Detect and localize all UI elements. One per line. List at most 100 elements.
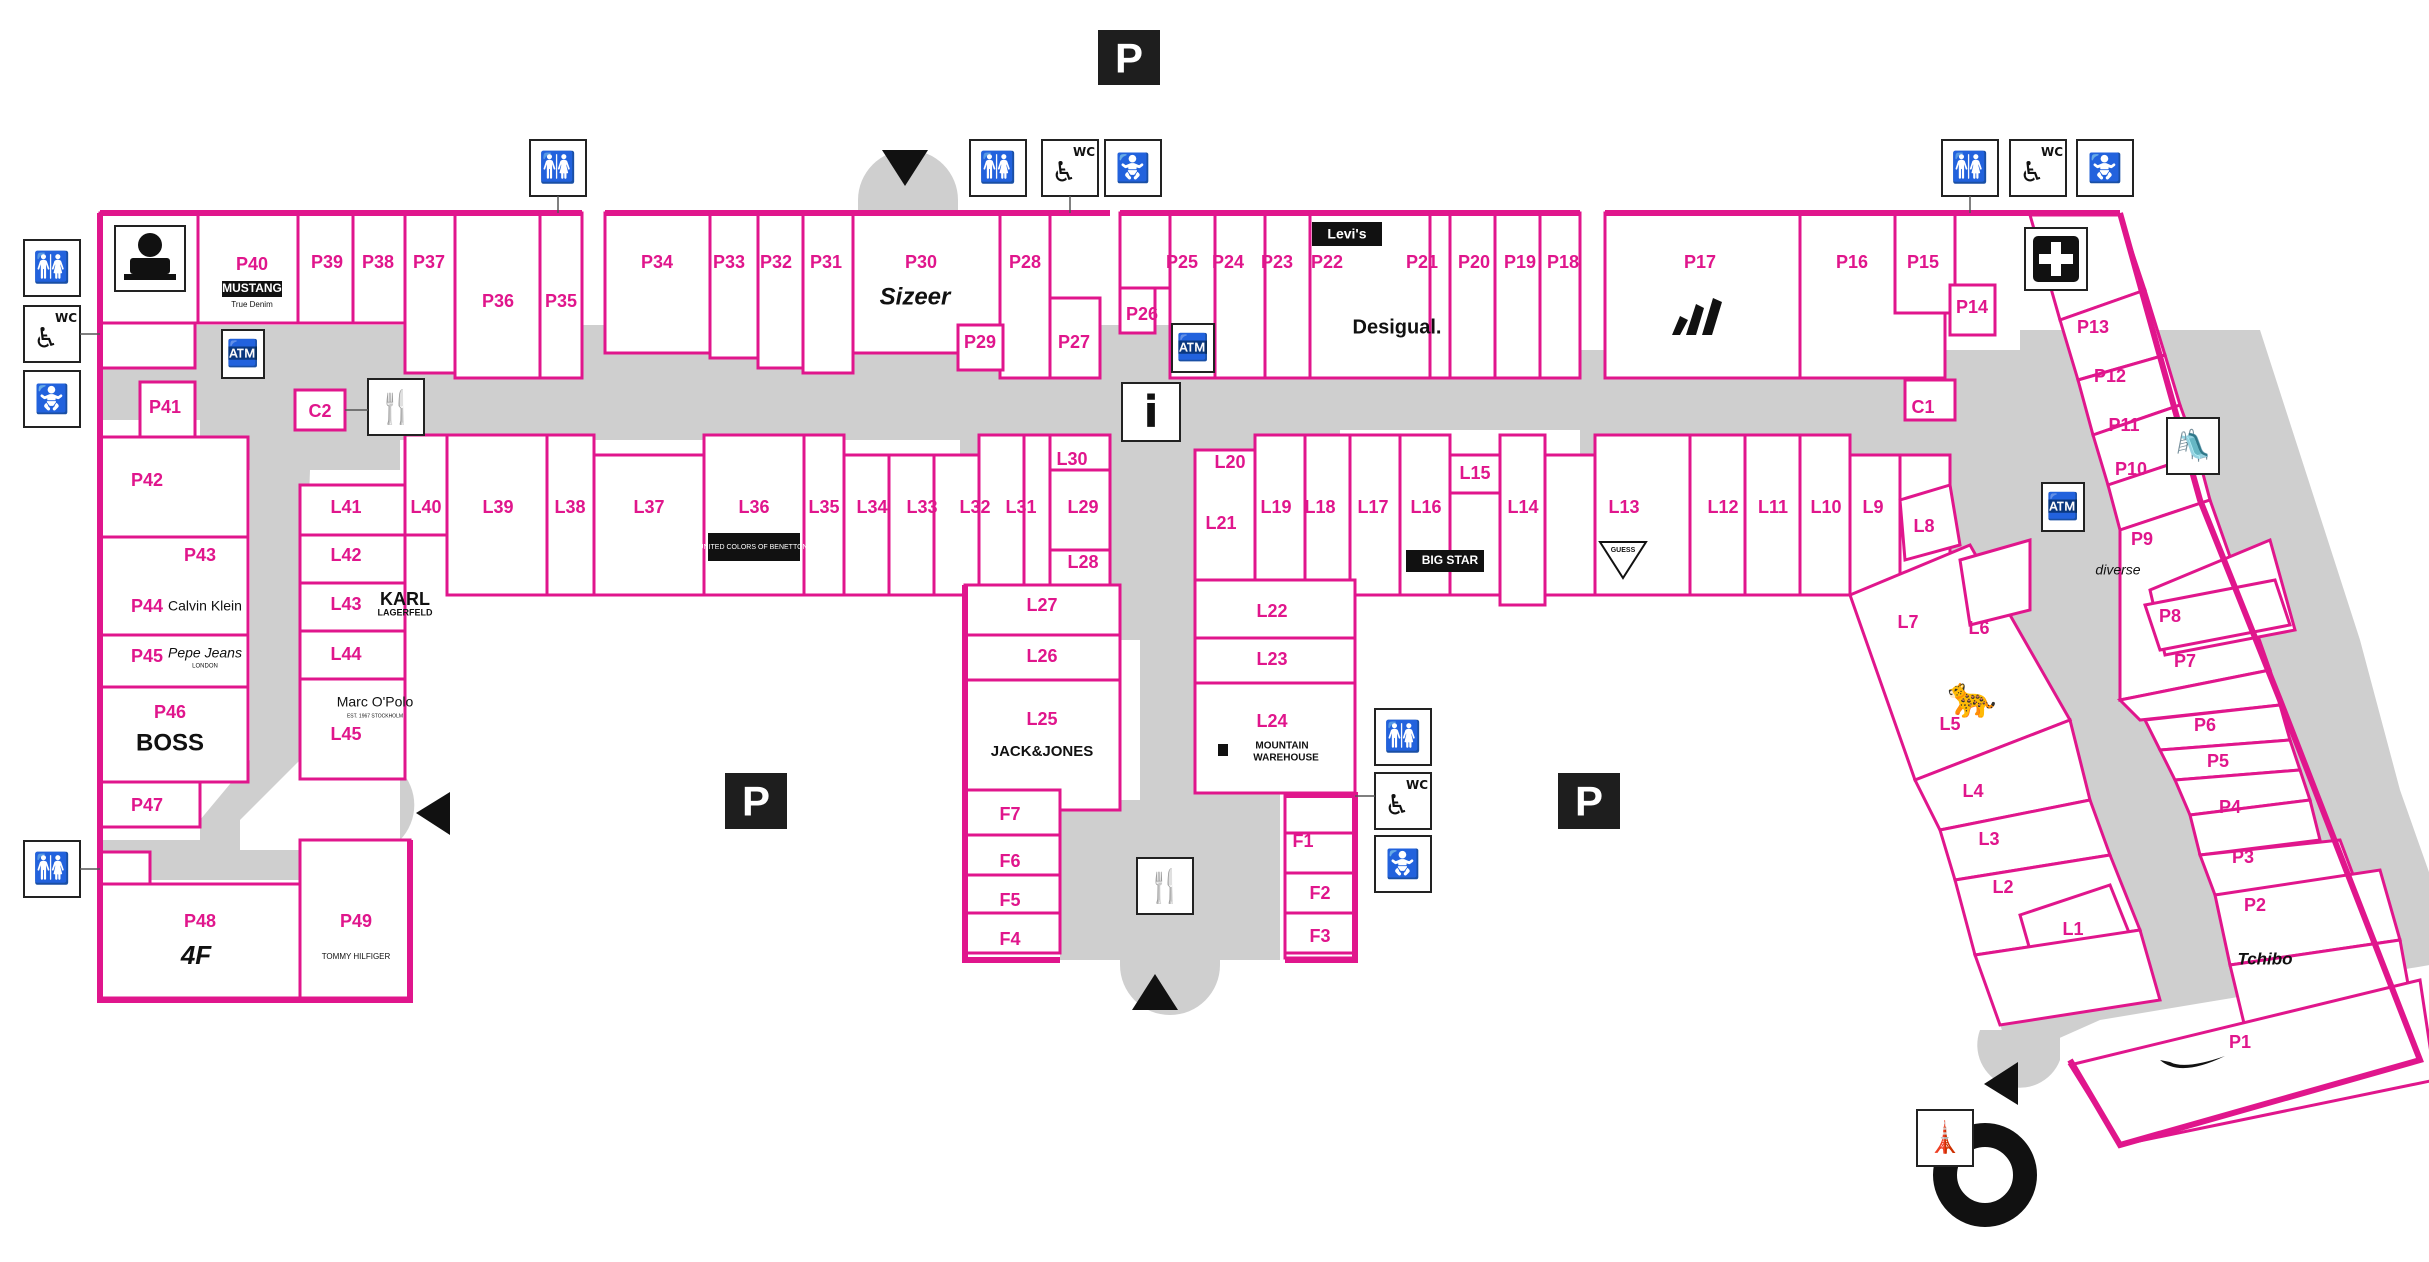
brand-jack-jones: JACK&JONES — [991, 743, 1094, 760]
first-aid-icon — [2024, 227, 2088, 291]
unit-label-P35: P35 — [545, 291, 577, 311]
entrance-arrow-bottom — [1132, 974, 1178, 1010]
svg-text:♿: ♿ — [33, 322, 58, 355]
unit-label-P36: P36 — [482, 291, 514, 311]
svg-text:🚻: 🚻 — [1384, 719, 1421, 755]
unit-label-P43: P43 — [184, 545, 216, 565]
unit-label-L1: L1 — [2062, 919, 2083, 939]
svg-text:♿: ♿ — [1384, 789, 1409, 822]
unit-label-P47: P47 — [131, 795, 163, 815]
brand-mountain: MOUNTAIN — [1255, 741, 1308, 752]
unit-label-L16: L16 — [1410, 497, 1441, 517]
unit-label-L34: L34 — [856, 497, 887, 517]
unit-label-P40: P40 — [236, 254, 268, 274]
unit-label-L29: L29 — [1067, 497, 1098, 517]
unit-label-P23: P23 — [1261, 252, 1293, 272]
unit-label-P26: P26 — [1126, 304, 1158, 324]
unit-label-L12: L12 — [1707, 497, 1738, 517]
accessible-wc-icon: ♿ WC — [1374, 772, 1432, 830]
svg-text:🍴: 🍴 — [1145, 867, 1185, 905]
unit-label-P48: P48 — [184, 911, 216, 931]
unit-label-L11: L11 — [1758, 497, 1788, 517]
unit-label-P7: P7 — [2174, 651, 2196, 671]
brand-karl: KARL — [380, 589, 430, 609]
unit-label-P49: P49 — [340, 911, 372, 931]
brand-boss: BOSS — [136, 729, 204, 756]
unit-label-L8: L8 — [1913, 516, 1934, 536]
unit-labels: P40 P39 P38 P37 P36 P35 P34 P33 P32 P31 … — [131, 252, 2266, 1052]
unit-label-P18: P18 — [1547, 252, 1579, 272]
brand-diverse: diverse — [2095, 562, 2140, 578]
unit-label-P25: P25 — [1166, 252, 1198, 272]
unit-label-L3: L3 — [1978, 829, 1999, 849]
unit-label-L26: L26 — [1026, 646, 1057, 666]
unit-label-P19: P19 — [1504, 252, 1536, 272]
parking-markers: P P P — [725, 30, 1620, 829]
unit-label-P17: P17 — [1684, 252, 1716, 272]
unit-label-P2: P2 — [2244, 895, 2266, 915]
unit-label-P11: P11 — [2108, 415, 2139, 435]
unit-label-P14: P14 — [1956, 297, 1988, 317]
playground-icon: 🛝 — [2166, 417, 2220, 475]
unit-label-P42: P42 — [131, 470, 163, 490]
svg-text:🚻: 🚻 — [539, 150, 576, 186]
unit-label-L7: L7 — [1897, 612, 1918, 632]
unit-label-P29: P29 — [964, 332, 996, 352]
unit-label-L41: L41 — [330, 497, 361, 517]
toilets-icon: 🚻 — [23, 239, 81, 297]
unit-label-L21: L21 — [1205, 513, 1236, 533]
unit-label-L20: L20 — [1214, 452, 1245, 472]
unit-label-P5: P5 — [2207, 751, 2229, 771]
restaurant-icon: 🍴 — [367, 378, 425, 436]
entrance-arrow-left — [416, 792, 450, 835]
outer-walls — [97, 210, 2424, 1149]
unit-label-P9: P9 — [2131, 529, 2153, 549]
svg-text:WC: WC — [2041, 145, 2063, 159]
unit-label-P13: P13 — [2077, 317, 2109, 337]
unit-label-L24: L24 — [1256, 711, 1287, 731]
unit-label-L6: L6 — [1968, 618, 1989, 638]
unit-label-P22: P22 — [1311, 252, 1343, 272]
svg-text:🚼: 🚼 — [2088, 152, 2123, 185]
unit-label-F2: F2 — [1309, 883, 1330, 903]
unit-label-L22: L22 — [1256, 601, 1287, 621]
brand-guess: GUESS — [1611, 547, 1636, 554]
svg-text:🏧: 🏧 — [1177, 332, 1209, 363]
unit-label-P21: P21 — [1406, 252, 1438, 272]
brand-benetton: UNITED COLORS OF BENETTON. — [698, 544, 809, 551]
unit-label-P4: P4 — [2219, 797, 2241, 817]
unit-label-P16: P16 — [1836, 252, 1868, 272]
svg-text:🗼: 🗼 — [1926, 1119, 1963, 1156]
accessible-wc-icon: ♿ WC — [2009, 139, 2067, 197]
unit-label-P1: P1 — [2229, 1032, 2251, 1052]
brand-big-star: BIG STAR — [1422, 553, 1479, 567]
unit-label-L37: L37 — [633, 497, 664, 517]
unit-label-L4: L4 — [1962, 781, 1983, 801]
unit-label-P34: P34 — [641, 252, 673, 272]
unit-label-L14: L14 — [1507, 497, 1538, 517]
unit-label-P33: P33 — [713, 252, 745, 272]
information-icon: i — [1121, 382, 1181, 442]
unit-label-P27: P27 — [1058, 332, 1090, 352]
unit-label-P31: P31 — [810, 252, 842, 272]
baby-change-icon: 🚼 — [23, 370, 81, 428]
brand-tchibo: Tchibo — [2237, 949, 2292, 968]
unit-label-P32: P32 — [760, 252, 792, 272]
svg-text:🚻: 🚻 — [33, 250, 70, 286]
unit-label-F6: F6 — [999, 851, 1020, 871]
unit-label-F7: F7 — [999, 804, 1020, 824]
accessible-wc-icon: ♿ WC — [1041, 139, 1099, 197]
unit-label-P44: P44 — [131, 596, 163, 616]
svg-text:WC: WC — [55, 311, 77, 325]
unit-label-L15: L15 — [1459, 463, 1490, 483]
unit-label-L13: L13 — [1608, 497, 1639, 517]
svg-text:i: i — [1143, 387, 1158, 438]
toilets-icon: 🚻 — [1941, 139, 1999, 197]
svg-text:P: P — [1575, 778, 1603, 825]
unit-label-L39: L39 — [482, 497, 513, 517]
brand-pepe-jeans: Pepe Jeans — [168, 645, 242, 661]
entrance-arrow-right — [1984, 1062, 2018, 1105]
toilets-icon: 🚻 — [969, 139, 1027, 197]
svg-text:🚼: 🚼 — [1386, 848, 1421, 881]
unit-label-P41: P41 — [149, 397, 181, 417]
